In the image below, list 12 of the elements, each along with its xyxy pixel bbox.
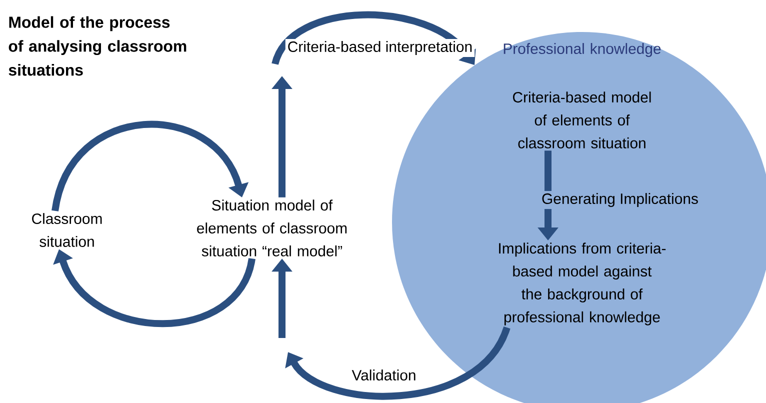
arrow: [52, 121, 249, 212]
node-text: Criteria-based model of elements of classroom situation: [513, 92, 651, 148]
edge-label: Criteria-based interpretation: [285, 39, 475, 57]
node-text: Implications from criteria-based model against the background of professional knowledge: [499, 242, 666, 326]
title: Model of the process of analysing classroom situations: [8, 16, 186, 76]
edge-label: Generating Implications: [540, 191, 700, 209]
edge-label: Validation: [350, 368, 418, 382]
node-text: Situation model of elements of classroom situation “real model”: [197, 200, 347, 256]
arrow: [272, 11, 476, 66]
node-text: Classroom situation: [32, 213, 102, 247]
circle-heading: Professional knowledge: [504, 43, 661, 57]
arrow: [285, 326, 510, 400]
